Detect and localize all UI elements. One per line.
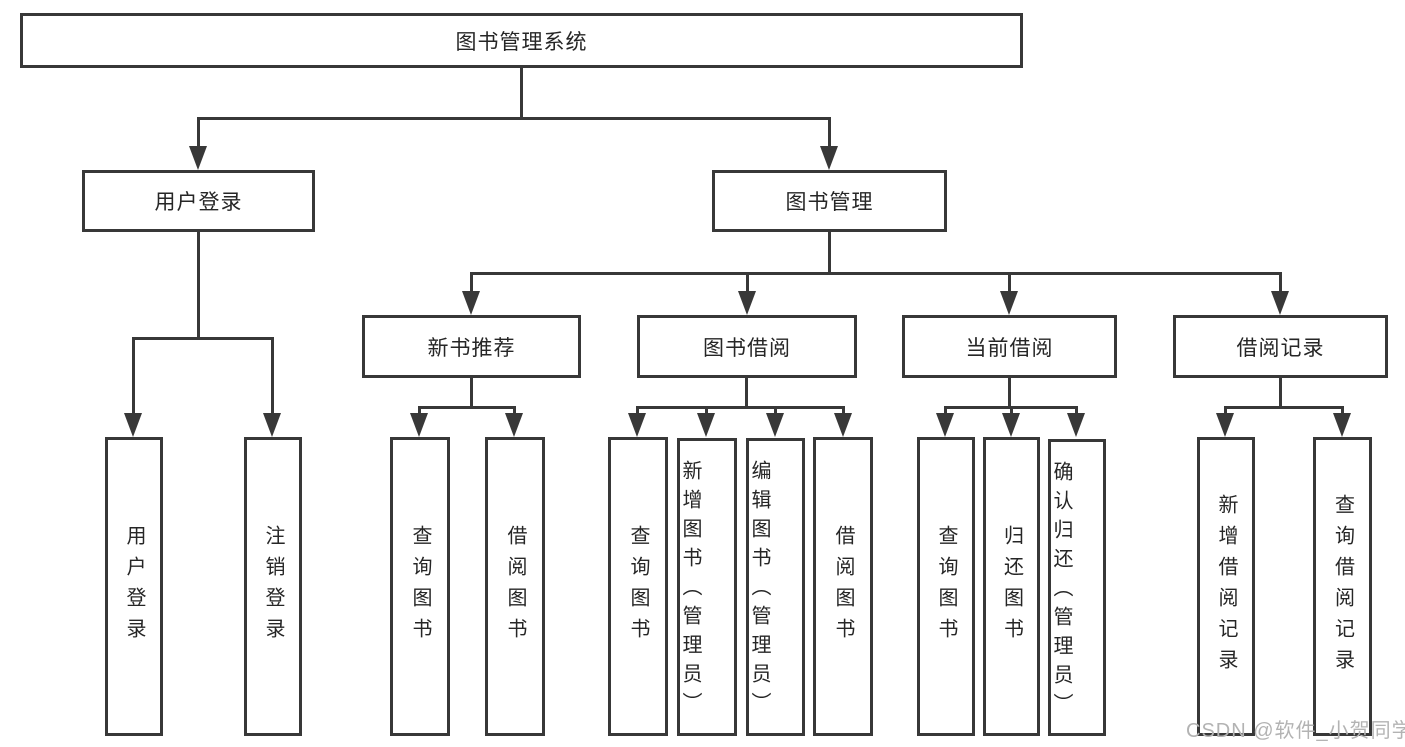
leaf-query-borrow-record: 查询借阅记录 [1313, 437, 1372, 736]
edge-line [944, 406, 947, 418]
edge-line [470, 272, 473, 293]
edge-line [1279, 272, 1282, 293]
arrow-down-icon [1271, 291, 1289, 315]
leaf-add-borrow-record-label: 新增借阅记录 [1215, 493, 1237, 680]
leaf-current-query-books: 查询图书 [917, 437, 975, 736]
edge-line [513, 406, 516, 418]
edge-line [705, 406, 708, 418]
edge-line [1341, 406, 1344, 418]
leaf-add-borrow-record: 新增借阅记录 [1197, 437, 1255, 736]
edge-line [1075, 406, 1078, 418]
leaf-user-login: 用户登录 [105, 437, 163, 736]
edge-line [1010, 406, 1013, 418]
edge-line [132, 337, 135, 415]
leaf-return-books-label: 归还图书 [1000, 524, 1023, 649]
arrow-down-icon [834, 413, 852, 437]
edge-line [746, 272, 749, 293]
node-book-management: 图书管理 [712, 170, 947, 232]
edge-line [842, 406, 845, 418]
leaf-borrowing-borrow-books: 借阅图书 [813, 437, 873, 736]
edge-line [520, 68, 523, 118]
arrow-down-icon [1216, 413, 1234, 437]
node-user-login: 用户登录 [82, 170, 315, 232]
arrow-down-icon [124, 413, 142, 437]
leaf-add-books-admin: 新增图书（管理员） [677, 438, 737, 736]
leaf-edit-books-admin-label: 编辑图书（管理员） [748, 460, 770, 721]
node-new-book-recommendation: 新书推荐 [362, 315, 581, 378]
arrow-down-icon [1333, 413, 1351, 437]
edge-line [1008, 272, 1011, 293]
arrow-down-icon [936, 413, 954, 437]
leaf-logout: 注销登录 [244, 437, 302, 736]
leaf-recommend-borrow-books: 借阅图书 [485, 437, 545, 736]
edge-line [636, 406, 845, 409]
arrow-down-icon [462, 291, 480, 315]
leaf-recommend-query-books-label: 查询图书 [409, 524, 431, 649]
arrow-down-icon [410, 413, 428, 437]
leaf-recommend-borrow-books-label: 借阅图书 [504, 524, 526, 649]
edge-line [828, 232, 831, 274]
leaf-add-books-admin-label: 新增图书（管理员） [679, 460, 701, 721]
edge-line [418, 406, 516, 409]
leaf-borrowing-query-books-label: 查询图书 [627, 524, 649, 649]
arrow-down-icon [1067, 413, 1085, 437]
edge-line [1008, 378, 1011, 409]
leaf-logout-label: 注销登录 [262, 524, 284, 649]
arrow-down-icon [766, 413, 784, 437]
edge-line [470, 272, 1281, 275]
leaf-confirm-return-admin-label: 确认归还（管理员） [1050, 460, 1072, 722]
leaf-recommend-query-books: 查询图书 [390, 437, 450, 736]
leaf-borrowing-borrow-books-label: 借阅图书 [832, 524, 854, 649]
node-system-root: 图书管理系统 [20, 13, 1023, 68]
edge-line [1279, 378, 1282, 409]
leaf-current-query-books-label: 查询图书 [935, 524, 957, 649]
edge-line [828, 117, 831, 150]
arrow-down-icon [189, 146, 207, 170]
leaf-edit-books-admin: 编辑图书（管理员） [746, 438, 805, 736]
edge-line [271, 337, 274, 415]
edge-line [1224, 406, 1343, 409]
edge-line [197, 117, 831, 120]
arrow-down-icon [263, 413, 281, 437]
edge-line [636, 406, 639, 418]
node-borrowing-records: 借阅记录 [1173, 315, 1388, 378]
node-book-borrowing: 图书借阅 [637, 315, 857, 378]
csdn-watermark: CSDN @软件_小贺同学 [1186, 720, 1405, 742]
edge-line [1224, 406, 1227, 418]
arrow-down-icon [1000, 291, 1018, 315]
edge-line [132, 337, 274, 340]
leaf-query-borrow-record-label: 查询借阅记录 [1331, 493, 1354, 680]
leaf-borrowing-query-books: 查询图书 [608, 437, 668, 736]
arrow-down-icon [697, 413, 715, 437]
arrow-down-icon [628, 413, 646, 437]
edge-line [197, 117, 200, 150]
arrow-down-icon [738, 291, 756, 315]
edge-line [774, 406, 777, 418]
node-current-borrowing: 当前借阅 [902, 315, 1117, 378]
leaf-return-books: 归还图书 [983, 437, 1040, 736]
edge-line [470, 378, 473, 409]
edge-line [745, 378, 748, 409]
leaf-confirm-return-admin: 确认归还（管理员） [1048, 439, 1106, 736]
edge-line [418, 406, 421, 418]
edge-line [197, 232, 200, 339]
arrow-down-icon [1002, 413, 1020, 437]
arrow-down-icon [505, 413, 523, 437]
leaf-user-login-label: 用户登录 [123, 524, 145, 649]
arrow-down-icon [820, 146, 838, 170]
